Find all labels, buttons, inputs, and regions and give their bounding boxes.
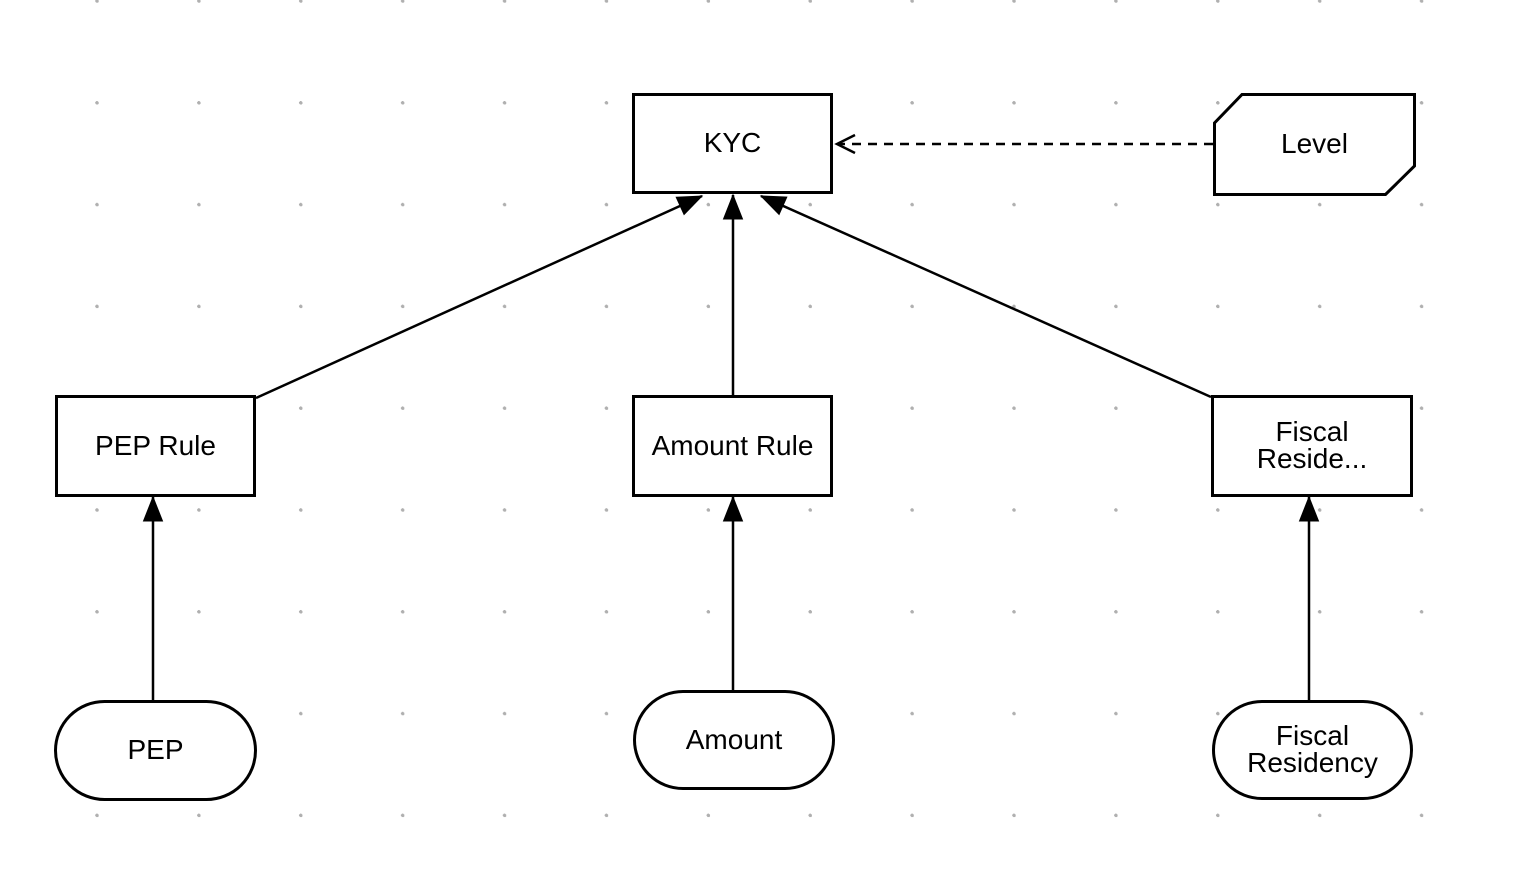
node-fiscal-residency-label: Fiscal Residency	[1247, 720, 1378, 778]
edge-fiscal-rule-to-kyc[interactable]	[759, 194, 1212, 399]
node-fiscal-residency-rule-label: Fiscal Reside...	[1256, 416, 1368, 474]
node-amount[interactable]: Amount	[633, 690, 835, 790]
node-level[interactable]: Level	[1213, 93, 1416, 196]
edge-pep-rule-to-kyc[interactable]	[255, 194, 704, 400]
node-pep-label: PEP	[127, 734, 184, 766]
node-pep-rule-label: PEP Rule	[95, 429, 216, 461]
node-amount-rule[interactable]: Amount Rule	[632, 395, 833, 497]
node-kyc-label: KYC	[703, 127, 762, 159]
node-amount-label: Amount	[685, 723, 783, 755]
node-amount-rule-label: Amount Rule	[651, 429, 814, 461]
node-fiscal-residency-rule[interactable]: Fiscal Reside...	[1211, 395, 1413, 497]
node-fiscal-residency[interactable]: Fiscal Residency	[1212, 700, 1413, 800]
node-pep-rule[interactable]: PEP Rule	[55, 395, 256, 497]
card-shape	[1213, 93, 1416, 196]
node-kyc[interactable]: KYC	[632, 93, 833, 194]
node-pep[interactable]: PEP	[54, 700, 257, 801]
